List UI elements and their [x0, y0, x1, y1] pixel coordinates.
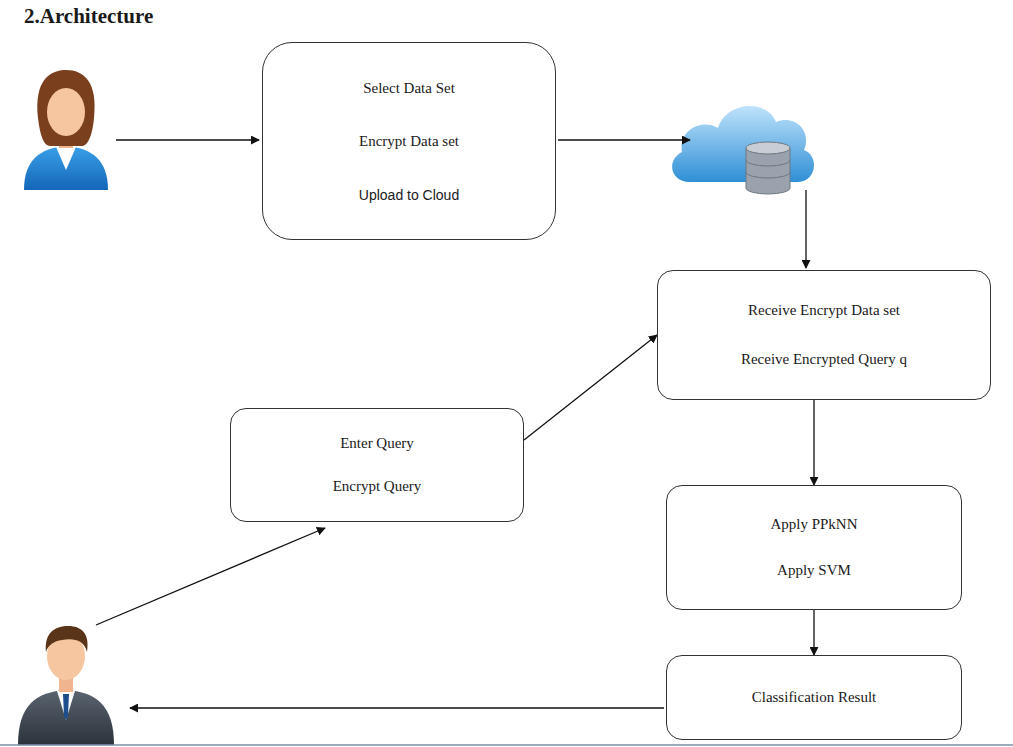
- box-text: Apply SVM: [777, 562, 851, 579]
- process-box: Receive Encrypt Data setReceive Encrypte…: [657, 270, 991, 400]
- box-text: Encrypt Data set: [359, 133, 459, 150]
- process-box: Select Data SetEncrypt Data setUpload to…: [262, 42, 556, 240]
- process-box: Apply PPkNN Apply SVM: [666, 485, 962, 610]
- box-text: Receive Encrypt Data set: [748, 302, 900, 319]
- flow-arrow: [813, 400, 814, 485]
- box-text: Upload to Cloud: [359, 187, 459, 203]
- box-text: Enter Query: [340, 435, 414, 452]
- flow-arrow: [813, 610, 814, 655]
- box-text: Select Data Set: [363, 80, 455, 97]
- process-box: Enter QueryEncrypt Query: [230, 408, 524, 522]
- process-box: Classification Result: [666, 655, 962, 740]
- page-title: 2.Architecture: [24, 4, 153, 29]
- page-rule: [0, 744, 1013, 746]
- user-icon: [18, 626, 114, 745]
- flow-arrow: [524, 335, 657, 440]
- box-text: Encrypt Query: [333, 478, 422, 495]
- box-text: Classification Result: [752, 689, 877, 706]
- user-icon: [24, 70, 108, 190]
- box-text: Apply PPkNN: [770, 516, 857, 533]
- box-text: Receive Encrypted Query q: [741, 351, 907, 368]
- cloud-database-icon: [672, 106, 814, 194]
